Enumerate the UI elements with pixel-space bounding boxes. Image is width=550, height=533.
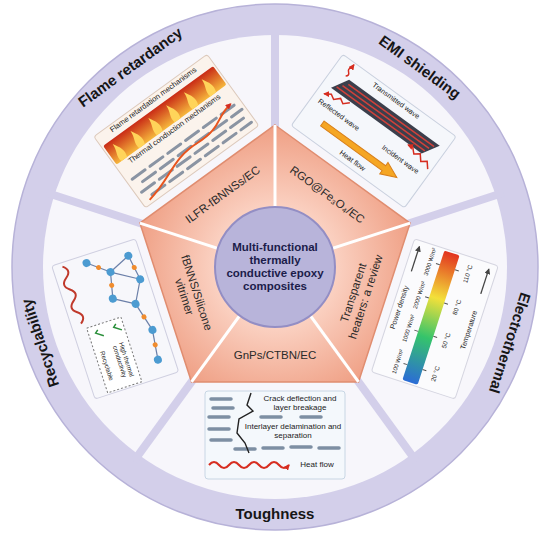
illustration-label-layer: Crack deflection and layer breakageInter… bbox=[205, 391, 345, 479]
center-circle-outline bbox=[215, 207, 335, 327]
illustration-label: Crack deflection and layer breakage bbox=[257, 394, 343, 412]
sector-title: Toughness bbox=[236, 505, 315, 522]
illustration-label: 1000 W/m² bbox=[400, 311, 417, 346]
segment-label: GnPs/CTBN/EC bbox=[234, 349, 316, 362]
recyclability-illustration bbox=[105, 267, 115, 277]
recyclability-illustration bbox=[87, 257, 111, 278]
recyclability-illustration bbox=[95, 323, 122, 338]
illustration-label: 2000 W/m² bbox=[411, 277, 428, 312]
recyclability-illustration bbox=[147, 325, 157, 335]
toughness-illustration bbox=[205, 391, 345, 479]
center-text: Multi-functional thermally conductive ep… bbox=[226, 241, 324, 294]
illustration-label: 50 °C bbox=[438, 325, 454, 356]
recyclability-illustration bbox=[52, 239, 179, 399]
recyclability-illustration bbox=[141, 314, 147, 320]
illustration-label: 100 W/m² bbox=[389, 344, 406, 379]
electrothermal-illustration bbox=[411, 247, 419, 272]
recyclability-illustration bbox=[129, 279, 147, 304]
recyclability-illustration bbox=[113, 292, 136, 310]
outer-ring bbox=[12, 4, 538, 530]
toughness-illustration bbox=[209, 462, 289, 468]
emi-illustration bbox=[344, 64, 355, 77]
recyclability-illustration bbox=[123, 251, 133, 261]
recyclability-illustration bbox=[108, 294, 118, 304]
recyclability-illustration bbox=[105, 272, 119, 299]
flame-illustration bbox=[110, 141, 128, 161]
electrothermal-illustration bbox=[371, 239, 498, 399]
illustration-label: Interlayer delamination and separation bbox=[241, 422, 345, 440]
recyclability-illustration bbox=[87, 317, 142, 393]
segment-label-text: GnPs/CTBN/EC bbox=[234, 349, 316, 362]
sector-divider bbox=[47, 27, 504, 461]
illustration-label: 80 °C bbox=[448, 292, 464, 323]
illustration-label: 20 °C bbox=[427, 358, 443, 389]
electrothermal-illustration bbox=[371, 239, 498, 399]
recyclability-illustration bbox=[135, 274, 145, 284]
illustration-label: Reflected wave bbox=[310, 93, 367, 137]
recyclability-illustration bbox=[59, 265, 85, 325]
illustration-label: 110 °C bbox=[459, 257, 476, 290]
recyclability-illustration bbox=[110, 264, 140, 287]
recyclability-illustration bbox=[81, 258, 91, 268]
recyclability-illustration bbox=[152, 342, 158, 348]
illustration-label: Incident wave bbox=[373, 139, 426, 181]
sector-title-text: Toughness bbox=[236, 505, 315, 522]
center-circle: Multi-functional thermally conductive ep… bbox=[213, 205, 337, 329]
illustration-label: Heat flow bbox=[297, 460, 337, 469]
electrothermal-illustration bbox=[481, 269, 489, 294]
illustration-label: 3000 W/m² bbox=[422, 244, 439, 279]
flame-illustration bbox=[142, 118, 244, 192]
recyclability-illustration bbox=[153, 355, 163, 365]
toughness-illustration bbox=[205, 391, 345, 479]
recyclability-illustration bbox=[131, 299, 141, 309]
recyclability-illustration bbox=[149, 330, 162, 360]
outer-ring bbox=[12, 4, 538, 530]
recyclability-illustration bbox=[52, 239, 179, 399]
recyclability-illustration bbox=[109, 282, 115, 288]
recyclability-illustration bbox=[131, 264, 137, 270]
recyclability-illustration bbox=[95, 264, 101, 270]
